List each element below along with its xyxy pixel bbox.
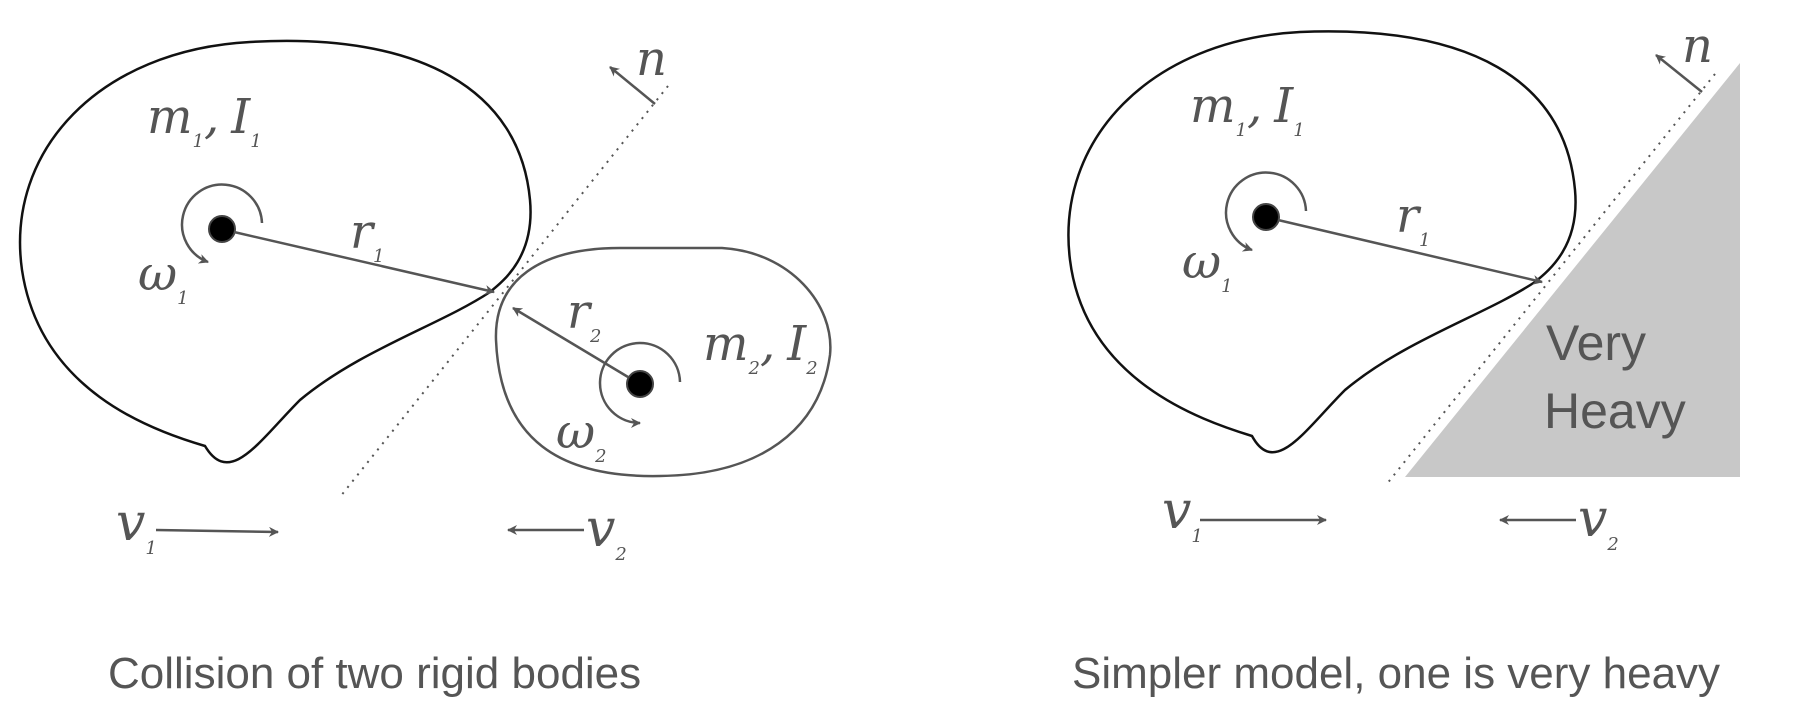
- right-normal-label: n: [1682, 18, 1713, 74]
- right-heavy-label-line2: Heavy: [1544, 383, 1686, 439]
- left-panel: m1,I1 m2,I2 ω1 ω2 r1 r2 n v1 v2 Collisio…: [18, 31, 832, 698]
- left-body2-center-dot: [626, 370, 654, 398]
- left-r2-vector: [512, 306, 629, 379]
- left-body1-outline: [18, 39, 532, 464]
- left-v1-label: v1: [116, 493, 157, 559]
- left-normal-label: n: [636, 31, 667, 87]
- right-panel: m1,I1 ω1 r1 n v1 v2 Very Heavy Simpler m…: [1067, 18, 1740, 698]
- left-omega2-arc: [598, 341, 682, 428]
- left-omega2-label: ω2: [556, 404, 607, 467]
- right-normal-arrow: [1655, 54, 1703, 93]
- left-r2-label: r2: [567, 284, 601, 347]
- right-heavy-wedge: [1405, 63, 1740, 477]
- left-r1-label: r1: [350, 204, 384, 267]
- left-body1-mass-label: m1,I1: [147, 89, 262, 152]
- right-body1-mass-label: m1,I1: [1190, 78, 1305, 141]
- left-caption: Collision of two rigid bodies: [108, 649, 641, 698]
- left-body1-center-dot: [208, 215, 236, 243]
- right-r1-vector: [1277, 218, 1543, 285]
- left-omega1-label: ω1: [138, 246, 189, 309]
- right-caption: Simpler model, one is very heavy: [1072, 649, 1720, 698]
- left-body2-mass-label: m2,I2: [703, 316, 818, 379]
- left-v2-label: v2: [586, 499, 627, 565]
- right-omega1-label: ω1: [1182, 234, 1233, 297]
- left-body2-outline: [494, 246, 832, 478]
- left-r1-vector: [233, 230, 495, 295]
- left-omega1-arc: [180, 183, 264, 264]
- right-body1-center-dot: [1252, 203, 1280, 231]
- right-body1-outline: [1067, 30, 1577, 454]
- right-omega1-arc: [1224, 171, 1308, 252]
- left-tangent-line: [339, 85, 669, 498]
- left-normal-arrow: [609, 66, 656, 105]
- right-r1-label: r1: [1396, 188, 1430, 251]
- right-heavy-label-line1: Very: [1546, 315, 1646, 371]
- left-v1-arrow: [155, 526, 279, 537]
- right-v1-label: v1: [1162, 481, 1203, 547]
- right-v2-label: v2: [1578, 489, 1619, 555]
